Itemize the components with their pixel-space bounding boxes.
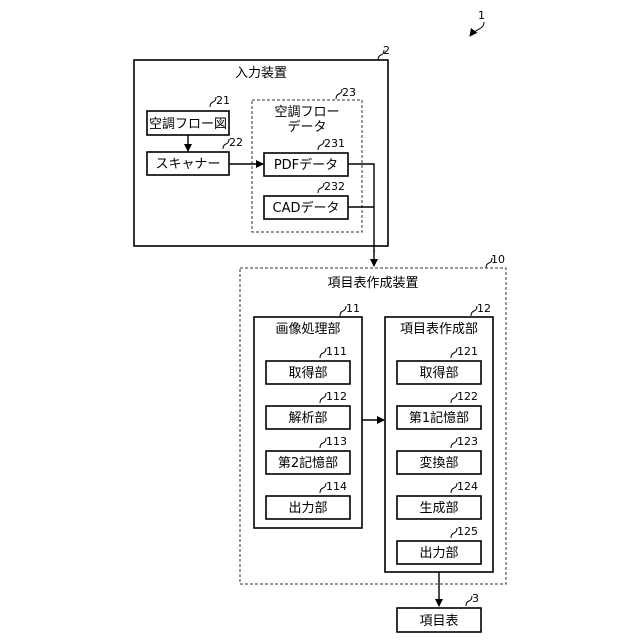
- hvac-flow-data-title-line2: データ: [287, 119, 326, 135]
- table-creation-unit-label: 変換部: [419, 455, 458, 471]
- image-processing-unit-ref: 113: [326, 435, 347, 448]
- cad-data-label: CADデータ: [273, 200, 340, 216]
- hvac-flow-drawing-ref: 21: [216, 94, 230, 107]
- figure-ref-number: 1: [478, 9, 485, 22]
- image-processing-unit-ref: 112: [326, 390, 347, 403]
- image-processing-unit-label: 第2記憶部: [278, 455, 338, 471]
- figure-ref-squiggle-arrow: [470, 22, 484, 36]
- item-table-label: 項目表: [419, 614, 458, 629]
- input-device-ref: 2: [383, 44, 390, 57]
- pdf-data-label: PDFデータ: [274, 157, 338, 173]
- scanner-ref: 22: [229, 136, 243, 149]
- image-processing-unit-ref: 111: [326, 345, 347, 358]
- table-creation-unit-ref: 121: [457, 345, 478, 358]
- table-creation-unit-ref: 123: [457, 435, 478, 448]
- table-creation-unit-label: 取得部: [419, 365, 458, 381]
- image-processing-unit-label: 出力部: [288, 501, 327, 516]
- input-device-title: 入力装置: [235, 66, 287, 81]
- table-creation-unit-label: 出力部: [419, 546, 458, 561]
- hvac-flow-drawing-label: 空調フロー図: [149, 117, 227, 132]
- hvac-flow-data-ref: 23: [342, 86, 356, 99]
- table-creation-unit-ref: 125: [457, 525, 478, 538]
- image-processing-title: 画像処理部: [275, 322, 340, 337]
- hvac-flow-data-title-line1: 空調フロー: [274, 105, 339, 120]
- item-table-ref: 3: [472, 592, 479, 605]
- image-processing-unit-label: 解析部: [288, 411, 327, 426]
- table-creation-ref: 12: [477, 302, 491, 315]
- table-creation-unit-label: 生成部: [419, 501, 458, 516]
- table-creation-unit-label: 第1記憶部: [409, 410, 469, 426]
- pdf-data-ref: 231: [324, 137, 345, 150]
- table-creation-unit-ref: 124: [457, 480, 478, 493]
- image-processing-unit-label: 取得部: [288, 365, 327, 381]
- image-processing-unit-ref: 114: [326, 480, 347, 493]
- generation-device-ref: 10: [491, 253, 505, 266]
- generation-device-title: 項目表作成装置: [327, 276, 418, 291]
- scanner-label: スキャナー: [155, 157, 220, 172]
- cad-data-ref: 232: [324, 180, 345, 193]
- image-processing-ref: 11: [346, 302, 360, 315]
- table-creation-title: 項目表作成部: [400, 322, 478, 337]
- table-creation-unit-ref: 122: [457, 390, 478, 403]
